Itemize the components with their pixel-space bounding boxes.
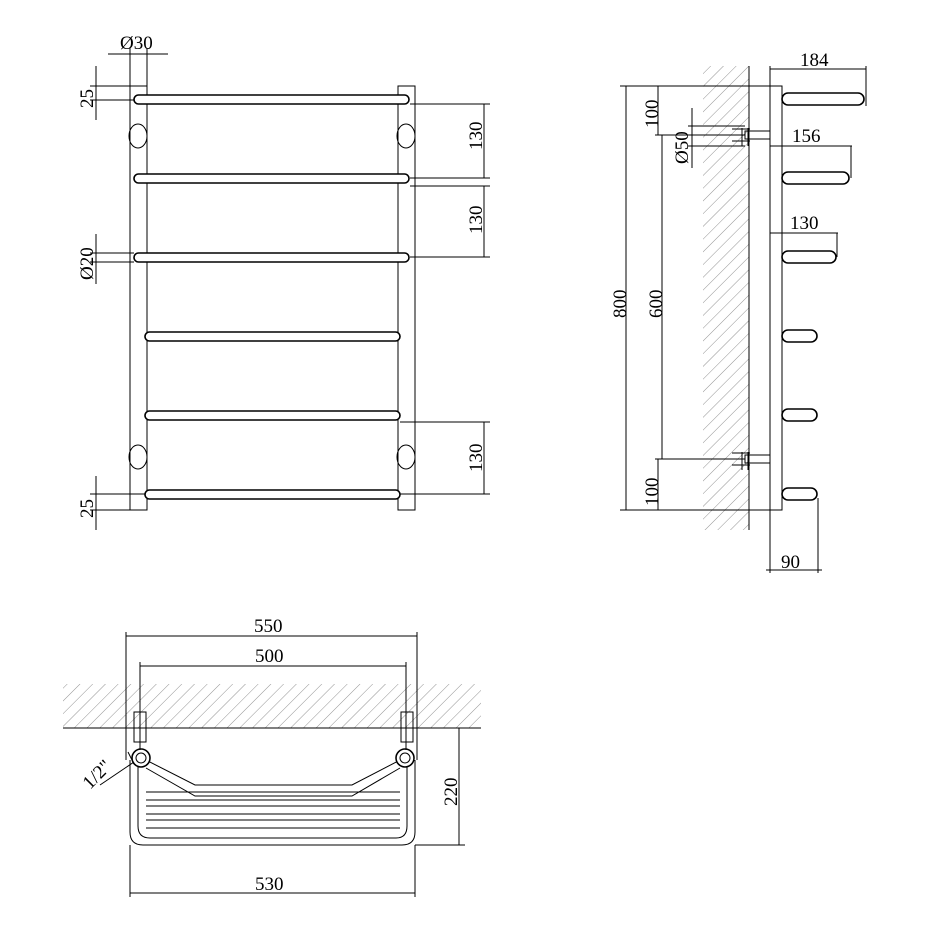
dim-offset-bottom: 100 — [642, 478, 663, 507]
dim-width-frame: 530 — [255, 874, 284, 895]
right-bottom-bracket — [396, 444, 416, 470]
dim-spacing-top-2: 130 — [466, 206, 487, 235]
dim-bottom-offset: 25 — [77, 499, 98, 518]
rung-curve — [141, 757, 405, 786]
right-post — [397, 85, 416, 511]
dim-offset-top: 100 — [642, 100, 663, 129]
front-view: Ø30 25 130 130 130 Ø20 25 — [77, 33, 490, 530]
side-rung — [781, 250, 837, 264]
dim-dia-wall: Ø50 — [672, 131, 693, 164]
dim-dia-main: Ø30 — [120, 33, 153, 54]
dim-dia-rung: Ø20 — [77, 247, 98, 280]
dim-depth-low: 130 — [790, 213, 819, 234]
side-rung — [781, 487, 818, 501]
left-bottom-bracket — [128, 444, 148, 470]
right-top-bracket — [396, 123, 416, 149]
right-connector — [395, 748, 415, 768]
dim-top-offset: 25 — [77, 89, 98, 108]
side-post — [769, 85, 783, 511]
left-connector — [131, 748, 151, 768]
right-fitting — [400, 711, 414, 743]
rung — [144, 331, 401, 342]
dim-height-total: 800 — [610, 290, 631, 319]
dim-depth-base: 90 — [781, 552, 800, 573]
top-view: 550 500 530 220 1/2" — [63, 616, 481, 897]
side-rung — [781, 92, 865, 106]
wall-hatch-top — [63, 684, 481, 728]
rung — [133, 252, 410, 263]
dim-thread: 1/2" — [79, 756, 117, 794]
dim-depth-mid: 156 — [792, 126, 821, 147]
rung — [144, 489, 401, 500]
rung — [133, 94, 410, 105]
side-rung — [781, 408, 818, 422]
frame-outer — [129, 760, 416, 846]
side-view: 184 156 130 90 800 100 600 100 Ø5 — [610, 50, 867, 573]
dim-depth: 220 — [441, 778, 462, 807]
left-top-bracket — [128, 123, 148, 149]
dim-depth-top: 184 — [800, 50, 829, 71]
frame-inner — [137, 760, 408, 839]
rung — [144, 410, 401, 421]
side-rung — [781, 171, 850, 185]
dim-spacing-top-1: 130 — [466, 122, 487, 151]
dim-width-centers: 500 — [255, 646, 284, 667]
dim-width-total: 550 — [254, 616, 283, 637]
left-post — [129, 85, 148, 511]
dim-center-distance: 600 — [646, 290, 667, 319]
dim-spacing-bottom: 130 — [466, 444, 487, 473]
side-rung — [781, 329, 818, 343]
rung — [133, 173, 410, 184]
